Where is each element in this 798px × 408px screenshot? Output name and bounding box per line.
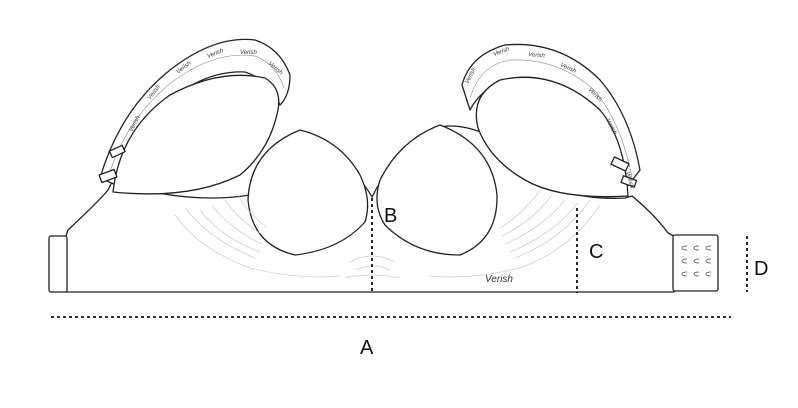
side-panel-stitching [174, 189, 601, 279]
brand-logo: Verish [624, 171, 634, 189]
strap-openings [112, 74, 629, 198]
left-cup [247, 129, 369, 256]
hook-eye-marks [681, 245, 712, 277]
left-strap-opening [112, 74, 280, 195]
hook-mark [681, 271, 688, 277]
measurement-c-label: C [589, 241, 603, 263]
left-strap-adjuster [98, 168, 118, 184]
hook-mark [705, 245, 712, 251]
right-strap-adjuster [610, 156, 630, 172]
left-strap-slider [108, 144, 126, 159]
brand-logo: Verish [493, 46, 511, 58]
strap-detail-lines [107, 54, 633, 179]
measurement-d-label: D [754, 258, 768, 280]
measurement-a-label: A [360, 337, 374, 359]
cups [247, 124, 498, 256]
hook-mark [693, 245, 700, 251]
measurement-guides: A B C D [51, 198, 768, 359]
right-cup [376, 124, 498, 256]
brand-logo: Verish [528, 52, 546, 59]
right-strap-slider [620, 175, 638, 188]
hook-mark [705, 258, 712, 264]
strap-adjusters [98, 144, 638, 188]
hook-mark [693, 271, 700, 277]
hook-mark [681, 258, 688, 264]
brand-logo: Verish [485, 274, 513, 285]
hook-mark [693, 258, 700, 264]
brand-logo: Verish [240, 50, 257, 56]
right-strap-opening [475, 76, 629, 198]
measurement-b-label: B [384, 205, 397, 227]
hook-mark [681, 245, 688, 251]
hook-mark [705, 271, 712, 277]
left-band-end [48, 235, 68, 293]
